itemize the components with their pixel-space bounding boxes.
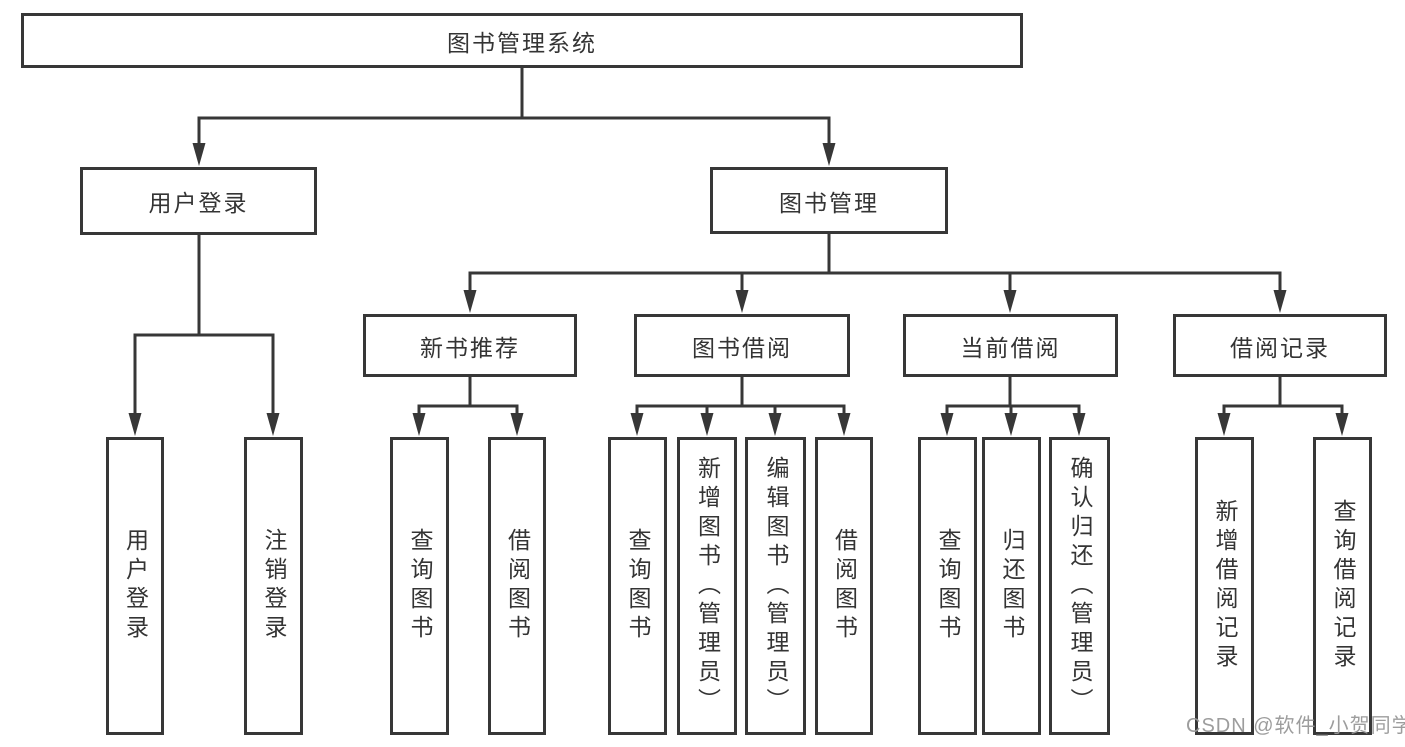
connector-arrowhead (837, 413, 851, 436)
connector-arrowhead (463, 290, 477, 313)
node-borrow-record: 借阅记录 (1173, 314, 1387, 377)
leaf-cb-query-book: 查询图书 (918, 437, 977, 735)
connector-arrowhead (1072, 413, 1086, 436)
leaf-rec-query-book-label: 查询图书 (407, 528, 433, 644)
leaf-user-login: 用户登录 (106, 437, 164, 735)
leaf-logout-label: 注销登录 (261, 528, 287, 644)
node-book-borrow-label: 图书借阅 (692, 334, 792, 361)
node-book-management: 图书管理 (710, 167, 948, 234)
leaf-rec-borrow-book: 借阅图书 (488, 437, 546, 735)
connector-arrowhead (768, 413, 782, 436)
leaf-br-query-record-label: 查询借阅记录 (1330, 499, 1356, 673)
leaf-bb-add-book-admin: 新增图书（管理员） (677, 437, 737, 735)
leaf-bb-borrow-book: 借阅图书 (815, 437, 873, 735)
node-book-management-label: 图书管理 (779, 189, 879, 216)
connector-arrowhead (940, 413, 954, 436)
node-root-label: 图书管理系统 (447, 29, 597, 56)
leaf-rec-query-book: 查询图书 (390, 437, 449, 735)
node-user-login: 用户登录 (80, 167, 317, 235)
connector-arrowhead (630, 413, 644, 436)
leaf-br-add-record: 新增借阅记录 (1195, 437, 1254, 735)
leaf-bb-edit-book-admin-label: 编辑图书（管理员） (763, 455, 789, 717)
leaf-br-add-record-label: 新增借阅记录 (1212, 499, 1238, 673)
leaf-cb-confirm-return-admin-label: 确认归还（管理员） (1067, 455, 1093, 717)
node-current-borrow-label: 当前借阅 (960, 334, 1061, 361)
leaf-cb-query-book-label: 查询图书 (935, 528, 961, 644)
connector-arrowhead (192, 143, 206, 166)
connector-arrowhead (128, 413, 142, 436)
connector-arrowhead (266, 413, 280, 436)
connector-arrowhead (412, 413, 426, 436)
connector-arrowhead (1217, 413, 1231, 436)
node-new-book-recommend-label: 新书推荐 (420, 334, 520, 361)
leaf-cb-confirm-return-admin: 确认归还（管理员） (1049, 437, 1110, 735)
node-book-borrow: 图书借阅 (634, 314, 850, 377)
connector-arrowhead (735, 290, 749, 313)
leaf-user-login-label: 用户登录 (122, 528, 149, 644)
connector-arrowhead (1273, 290, 1287, 313)
leaf-br-query-record: 查询借阅记录 (1313, 437, 1372, 735)
connector-arrowhead (1335, 413, 1349, 436)
node-new-book-recommend: 新书推荐 (363, 314, 577, 377)
connector-arrowhead (1004, 413, 1018, 436)
connector-arrowhead (510, 413, 524, 436)
watermark: CSDN @软件_小贺同学 (1186, 715, 1405, 737)
node-current-borrow: 当前借阅 (903, 314, 1118, 377)
leaf-bb-query-book: 查询图书 (608, 437, 667, 735)
node-user-login-label: 用户登录 (148, 190, 249, 216)
leaf-bb-edit-book-admin: 编辑图书（管理员） (745, 437, 806, 735)
leaf-cb-return-book-label: 归还图书 (999, 528, 1025, 644)
leaf-logout: 注销登录 (244, 437, 303, 735)
leaf-bb-add-book-admin-label: 新增图书（管理员） (694, 455, 721, 717)
leaf-bb-borrow-book-label: 借阅图书 (831, 528, 858, 644)
leaf-cb-return-book: 归还图书 (982, 437, 1041, 735)
connector-arrowhead (822, 143, 836, 166)
node-borrow-record-label: 借阅记录 (1230, 334, 1330, 361)
connector-arrowhead (700, 413, 714, 436)
leaf-rec-borrow-book-label: 借阅图书 (504, 528, 531, 644)
connector-arrowhead (1003, 290, 1017, 313)
node-root: 图书管理系统 (21, 13, 1023, 68)
leaf-bb-query-book-label: 查询图书 (625, 528, 651, 644)
